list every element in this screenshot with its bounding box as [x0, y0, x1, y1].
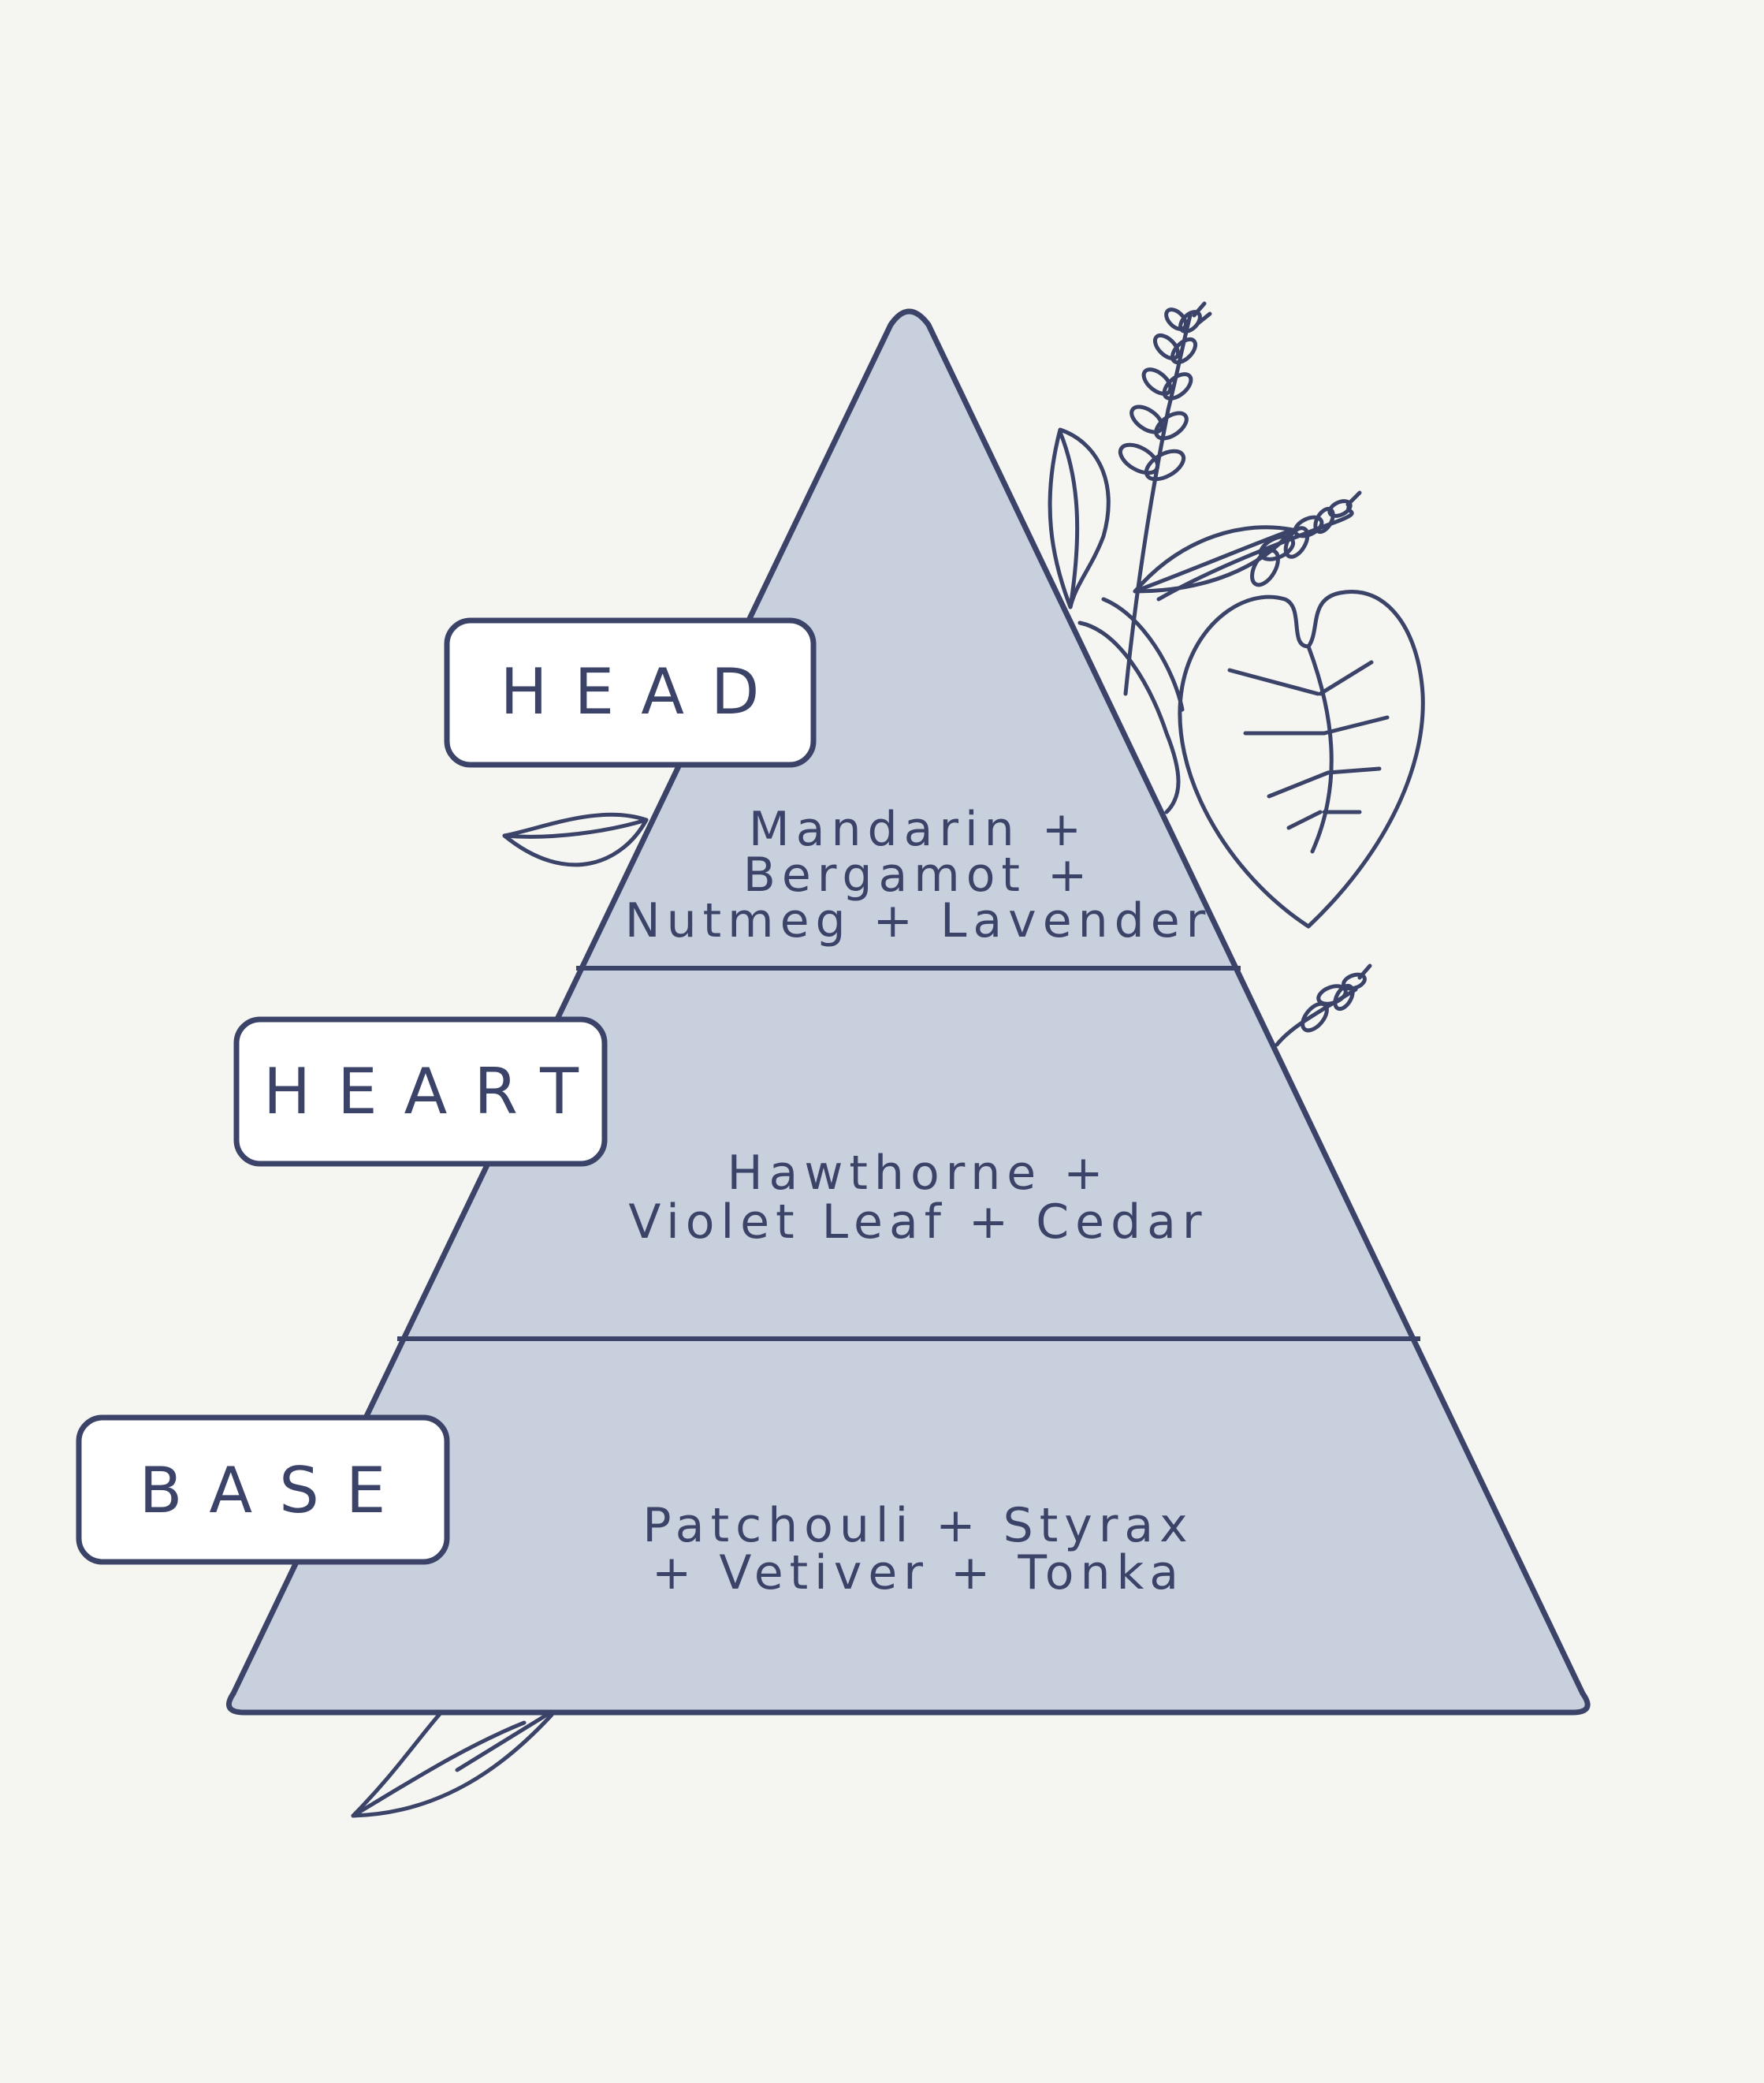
tier-label-head: HEAD: [444, 617, 817, 768]
heart-leaf-icon: [1178, 590, 1425, 929]
tier-label-text: HEAD: [500, 655, 786, 728]
notes-line: + Vetiver + Tonka: [652, 1545, 1185, 1600]
lavender-sprig-icon: [1118, 301, 1212, 696]
leaf-icon: [502, 812, 649, 867]
tier-label-text: BASE: [140, 1454, 413, 1527]
tier-label-heart: HEART: [233, 1016, 608, 1167]
botanical-decoration: [351, 301, 1425, 1818]
tier-label-text: HEART: [263, 1055, 605, 1128]
lavender-sprig-icon: [1275, 963, 1372, 1047]
leaf-icon: [1133, 525, 1295, 594]
stem: [1101, 597, 1185, 712]
pyramid: [225, 308, 1591, 1716]
stem: [1077, 620, 1181, 814]
tier-notes-head: Mandarin + Bergamot + Nutmeg + Lavender: [625, 802, 1212, 948]
pyramid-shape: [225, 308, 1591, 1716]
notes-line: Violet Leaf + Cedar: [628, 1194, 1208, 1250]
lavender-sprig-icon: [1156, 490, 1362, 602]
notes-line: Nutmeg + Lavender: [625, 893, 1212, 948]
notes-line: Bergamot +: [743, 848, 1094, 903]
tier-notes-base: Patchouli + Styrax + Vetiver + Tonka: [642, 1498, 1193, 1600]
tier-label-base: BASE: [76, 1414, 450, 1565]
notes-line: Mandarin +: [749, 802, 1088, 857]
leaf-icon: [1048, 427, 1111, 609]
tier-notes-heart: Hawthorne + Violet Leaf + Cedar: [628, 1146, 1208, 1250]
notes-line: Patchouli + Styrax: [642, 1498, 1193, 1553]
notes-line: Hawthorne +: [727, 1146, 1109, 1201]
